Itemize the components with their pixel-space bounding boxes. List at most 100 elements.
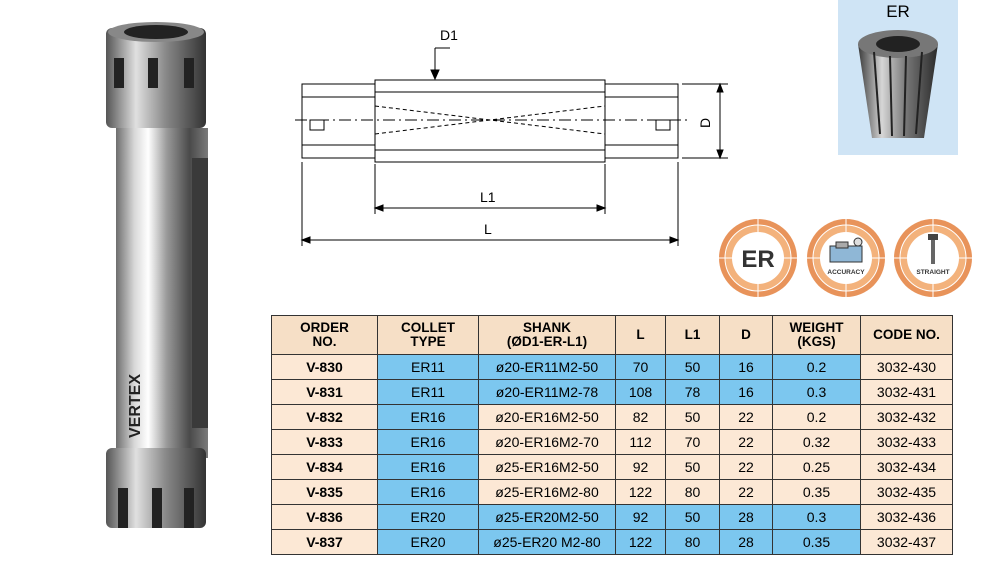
cell-d: 22 [719, 404, 773, 430]
column-header: SHANK(ØD1-ER-L1) [478, 315, 616, 355]
column-header: WEIGHT(KGS) [772, 315, 861, 355]
cell-l1: 50 [665, 354, 720, 380]
cell-collet: ER20 [377, 529, 479, 555]
cell-shank: ø25-ER20 M2-80 [478, 529, 616, 555]
cell-code: 3032-433 [860, 429, 953, 455]
cell-l: 82 [615, 404, 666, 430]
cell-weight: 0.3 [772, 379, 861, 405]
cell-weight: 0.35 [772, 479, 861, 505]
cell-order: V-832 [271, 404, 378, 430]
cell-code: 3032-435 [860, 479, 953, 505]
cell-code: 3032-434 [860, 454, 953, 480]
cell-l1: 80 [665, 479, 720, 505]
cell-l: 122 [615, 479, 666, 505]
cell-code: 3032-432 [860, 404, 953, 430]
straight-badge: STRAIGHT [894, 219, 972, 297]
column-header-line1: SHANK [522, 320, 571, 335]
cell-l: 92 [615, 504, 666, 530]
cell-shank: ø20-ER11M2-50 [478, 354, 616, 380]
column-header: D [719, 315, 773, 355]
cell-d: 16 [719, 379, 773, 405]
cell-order: V-833 [271, 429, 378, 455]
cell-d: 28 [719, 504, 773, 530]
label-l1: L1 [480, 189, 496, 205]
er-panel-label: ER [886, 2, 910, 21]
er-collet-panel: ER [838, 0, 958, 155]
column-header-line2: (KGS) [797, 334, 836, 349]
cell-l: 122 [615, 529, 666, 555]
cell-l1: 70 [665, 429, 720, 455]
cell-shank: ø20-ER11M2-78 [478, 379, 616, 405]
cell-order: V-830 [271, 354, 378, 380]
cell-d: 22 [719, 429, 773, 455]
cell-d: 22 [719, 454, 773, 480]
er-badge-label: ER [741, 246, 774, 273]
er-badge: ER [719, 219, 797, 297]
cell-code: 3032-430 [860, 354, 953, 380]
cell-collet: ER16 [377, 454, 479, 480]
column-header-line1: CODE NO. [873, 327, 940, 342]
product-photo: VERTEX [106, 22, 208, 528]
cell-collet: ER20 [377, 504, 479, 530]
cell-collet: ER16 [377, 479, 479, 505]
column-header-line1: ORDER [300, 320, 349, 335]
cell-l: 92 [615, 454, 666, 480]
cell-l1: 78 [665, 379, 720, 405]
cell-l1: 50 [665, 404, 720, 430]
cell-l: 70 [615, 354, 666, 380]
cell-code: 3032-436 [860, 504, 953, 530]
cell-order: V-831 [271, 379, 378, 405]
cell-order: V-834 [271, 454, 378, 480]
column-header-line1: L [636, 327, 645, 342]
column-header-line2: NO. [312, 334, 337, 349]
cell-collet: ER16 [377, 429, 479, 455]
column-header-line1: L1 [684, 327, 701, 342]
column-header: CODE NO. [860, 315, 953, 355]
cell-weight: 0.2 [772, 354, 861, 380]
column-header-line1: COLLET [401, 320, 455, 335]
cell-weight: 0.35 [772, 529, 861, 555]
cell-code: 3032-437 [860, 529, 953, 555]
accuracy-badge-label: ACCURACY [827, 269, 865, 276]
label-l: L [484, 221, 492, 237]
cell-shank: ø25-ER16M2-80 [478, 479, 616, 505]
cell-weight: 0.2 [772, 404, 861, 430]
brand-logo: VERTEX [127, 374, 144, 438]
label-d1: D1 [440, 27, 458, 43]
cell-l: 112 [615, 429, 666, 455]
cell-l: 108 [615, 379, 666, 405]
cell-l1: 50 [665, 504, 720, 530]
straight-badge-label: STRAIGHT [916, 269, 949, 276]
cell-l1: 50 [665, 454, 720, 480]
label-d: D [697, 118, 713, 128]
column-header-line2: TYPE [410, 334, 446, 349]
accuracy-badge: ACCURACY [807, 219, 885, 297]
cell-order: V-837 [271, 529, 378, 555]
cell-weight: 0.25 [772, 454, 861, 480]
cell-d: 16 [719, 354, 773, 380]
cell-shank: ø25-ER20M2-50 [478, 504, 616, 530]
cell-code: 3032-431 [860, 379, 953, 405]
cell-weight: 0.32 [772, 429, 861, 455]
cell-collet: ER11 [377, 354, 479, 380]
cell-shank: ø25-ER16M2-50 [478, 454, 616, 480]
cell-shank: ø20-ER16M2-50 [478, 404, 616, 430]
cell-order: V-835 [271, 479, 378, 505]
er-collet-image [858, 30, 938, 138]
column-header: L1 [665, 315, 720, 355]
column-header-line1: D [741, 327, 751, 342]
cell-shank: ø20-ER16M2-70 [478, 429, 616, 455]
cell-order: V-836 [271, 504, 378, 530]
column-header-line1: WEIGHT [789, 320, 844, 335]
cell-l1: 80 [665, 529, 720, 555]
cell-weight: 0.3 [772, 504, 861, 530]
